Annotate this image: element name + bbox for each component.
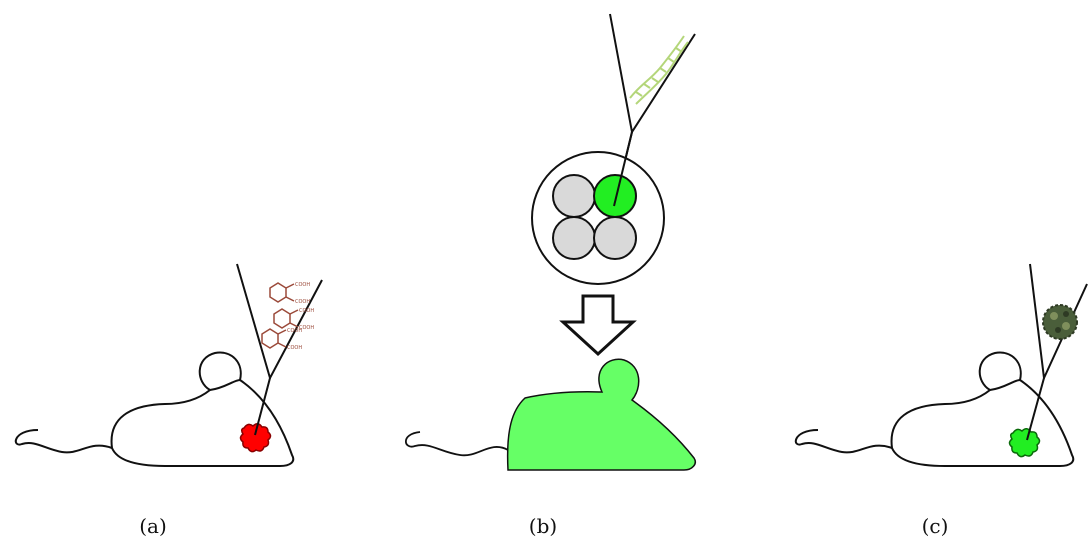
mouse-c	[794, 351, 1075, 467]
embryo-cell	[552, 216, 596, 260]
syringe-a	[236, 263, 323, 436]
chemical-lesion-a	[239, 423, 272, 453]
virus-icon	[1042, 304, 1078, 340]
cooh-label: COOH	[287, 345, 302, 351]
embryo-cell	[593, 216, 637, 260]
cooh-label: COOH	[299, 308, 314, 314]
panel-a: COOH COOH COOH COOH COOH COOH	[14, 263, 323, 467]
mouse-a	[14, 351, 295, 467]
viral-lesion-c	[1008, 428, 1041, 458]
panel-label-a: (a)	[139, 514, 167, 538]
panel-c	[794, 263, 1088, 467]
dna-helix-icon	[629, 35, 689, 105]
chemical-molecule-labels: COOH COOH COOH COOH COOH COOH	[287, 282, 314, 351]
cooh-label: COOH	[295, 282, 310, 288]
cooh-label: COOH	[299, 325, 314, 331]
transfected-cell	[593, 174, 637, 218]
embryo	[531, 151, 665, 285]
panel-label-b: (b)	[528, 514, 558, 538]
transgenic-mouse	[404, 358, 696, 471]
cooh-label: COOH	[287, 328, 302, 334]
cooh-label: COOH	[295, 299, 310, 305]
panel-label-c: (c)	[921, 514, 949, 538]
chemical-molecules	[261, 282, 299, 349]
panel-b	[404, 13, 696, 471]
down-arrow-icon	[559, 294, 637, 357]
embryo-cell	[552, 174, 596, 218]
